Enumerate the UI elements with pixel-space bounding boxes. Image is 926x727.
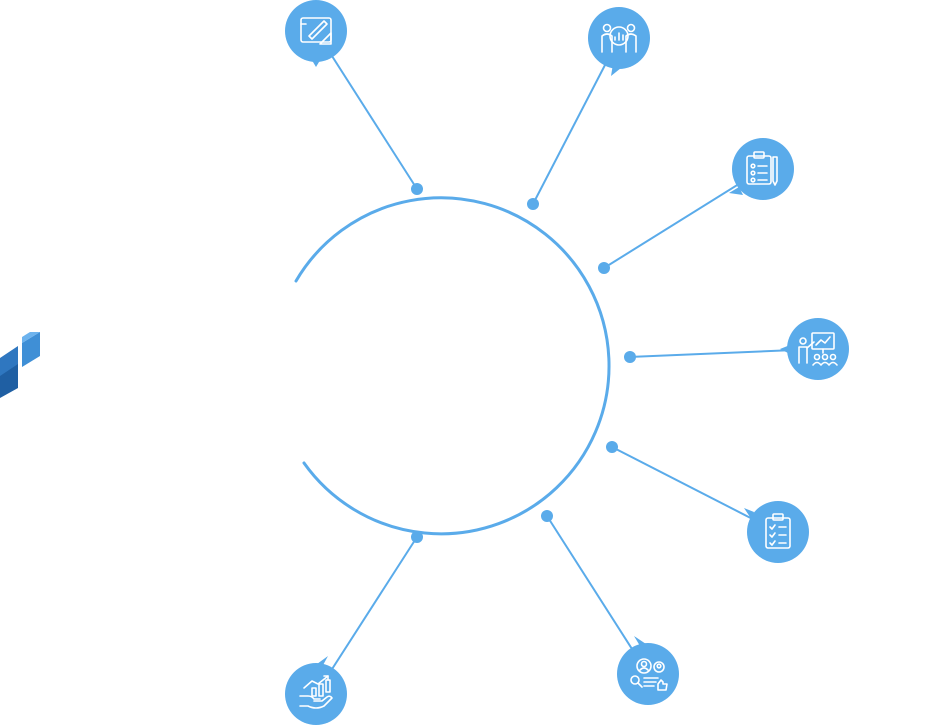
connector-line — [611, 446, 779, 533]
blueprint-design-icon — [300, 17, 332, 45]
connector-line — [315, 536, 418, 695]
presentation-audience-icon — [798, 332, 838, 366]
ring-dot — [527, 198, 539, 210]
ring-dot — [598, 262, 610, 274]
node-badge — [617, 643, 679, 705]
central-ring-arc — [294, 196, 611, 536]
ring-dot — [411, 531, 423, 543]
connector-line — [315, 30, 418, 190]
node-presentation-audience — [780, 318, 849, 380]
node-checklist-clipboard — [744, 501, 809, 563]
brand-logo-icon — [0, 332, 40, 398]
ring-dot — [411, 183, 423, 195]
ring-dot — [541, 510, 553, 522]
node-checklist-pencil — [729, 138, 794, 200]
node-growth-hand — [285, 656, 347, 725]
ring-dots — [411, 183, 636, 543]
node-team-review — [617, 636, 679, 705]
ring-dot — [606, 441, 618, 453]
connector-line — [532, 37, 620, 205]
node-blueprint-design — [285, 0, 347, 67]
connector-line — [603, 168, 764, 269]
people-analytics-icon — [601, 23, 637, 53]
node-badge — [732, 138, 794, 200]
node-badge — [747, 501, 809, 563]
checklist-clipboard-icon — [765, 513, 791, 549]
connectors — [315, 30, 819, 695]
growth-hand-icon — [299, 675, 333, 709]
node-people-analytics — [588, 7, 650, 76]
connector-line — [546, 515, 649, 675]
node-badge — [285, 0, 347, 62]
ring-dot — [624, 351, 636, 363]
team-review-icon — [630, 658, 668, 691]
checklist-pencil-icon — [746, 151, 778, 186]
